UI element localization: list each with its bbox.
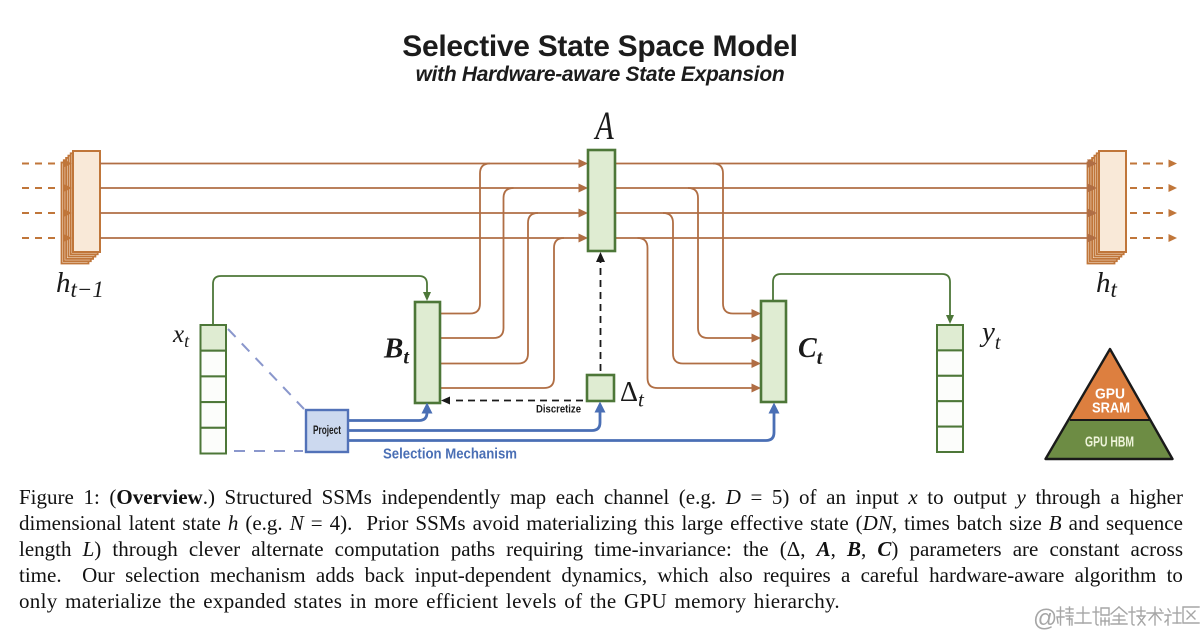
svg-text:A: A [594,103,614,148]
svg-text:Ct: Ct [798,333,824,369]
svg-text:ht: ht [1096,267,1118,302]
svg-text:xt: xt [172,321,190,351]
svg-text:yt: yt [979,316,1001,354]
svg-text:Project: Project [313,423,341,437]
svg-text:Bt: Bt [383,333,410,369]
svg-text:Δt: Δt [620,377,645,412]
svg-text:@: @ [1033,605,1057,632]
svg-text:ht−1: ht−1 [56,267,104,302]
svg-text:GPU HBM: GPU HBM [1085,434,1134,451]
svg-text:GPU: GPU [1095,385,1125,402]
svg-text:Discretize: Discretize [536,404,581,416]
svg-text:SRAM: SRAM [1092,400,1130,417]
svg-text:Selection Mechanism: Selection Mechanism [383,446,517,463]
